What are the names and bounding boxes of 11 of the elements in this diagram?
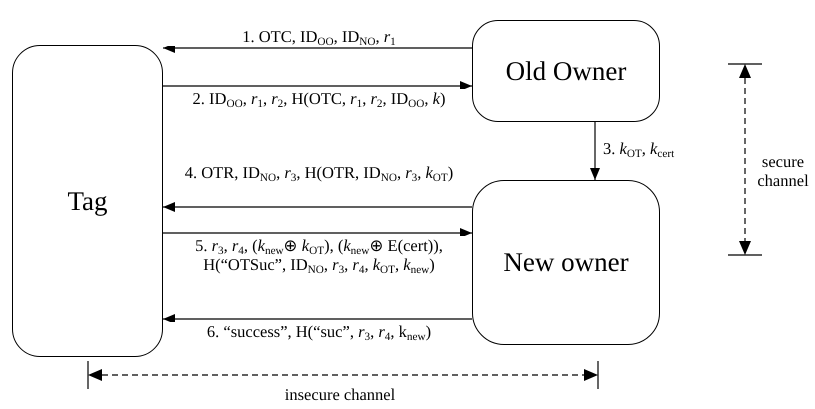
process-box — [472, 20, 660, 122]
node-label: Tag — [67, 186, 108, 216]
arrow — [163, 314, 472, 324]
node-label: New owner — [503, 247, 629, 278]
arrow — [163, 228, 472, 238]
arrow — [163, 202, 472, 212]
process-box — [12, 45, 163, 357]
arrow — [590, 122, 600, 180]
arrow — [163, 81, 472, 91]
node-label: Old Owner — [506, 56, 626, 86]
process-box — [472, 180, 660, 345]
